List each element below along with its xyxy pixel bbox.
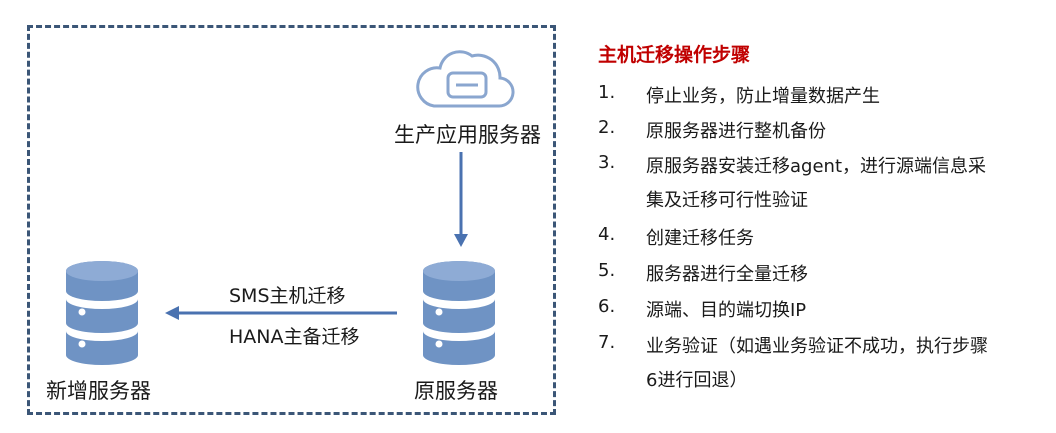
- steps-title: 主机迁移操作步骤: [598, 44, 751, 66]
- cloud-server-label: 生产应用服务器: [394, 123, 541, 147]
- step-number: 7.: [598, 332, 616, 353]
- step-number: 4.: [598, 224, 616, 245]
- step-text: 源端、目的端切换IP: [646, 300, 807, 321]
- step-text: 原服务器进行整机备份: [646, 121, 826, 142]
- step-number: 2.: [598, 117, 616, 138]
- step-text: 原服务器安装迁移agent，进行源端信息采: [646, 156, 986, 177]
- step-text-continued: 集及迁移可行性验证: [646, 190, 808, 211]
- arrow-down-icon: [454, 152, 468, 247]
- migration-label-sms: SMS主机迁移: [229, 285, 346, 307]
- new-server-label: 新增服务器: [46, 379, 151, 403]
- new-server-icon: [66, 261, 138, 365]
- source-server-label: 原服务器: [414, 379, 498, 403]
- step-text: 服务器进行全量迁移: [646, 264, 808, 285]
- step-number: 1.: [598, 82, 616, 103]
- migration-diagram-frame: [27, 25, 556, 415]
- arrow-left-icon: [165, 306, 397, 320]
- cloud-server-icon: [416, 50, 515, 108]
- step-text: 停止业务，防止增量数据产生: [646, 86, 880, 107]
- migration-label-hana: HANA主备迁移: [229, 326, 360, 348]
- source-server-icon: [423, 261, 495, 365]
- step-number: 5.: [598, 260, 616, 281]
- step-number: 3.: [598, 152, 616, 173]
- step-number: 6.: [598, 296, 616, 317]
- step-text-continued: 6进行回退）: [646, 370, 748, 391]
- step-text: 业务验证（如遇业务验证不成功，执行步骤: [646, 336, 988, 357]
- step-text: 创建迁移任务: [646, 228, 754, 249]
